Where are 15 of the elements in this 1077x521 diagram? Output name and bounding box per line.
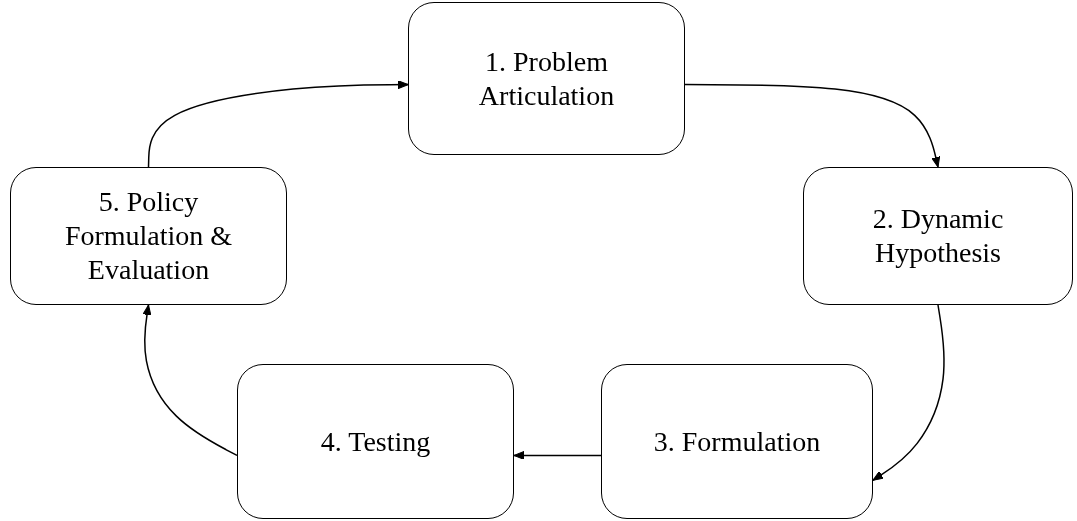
arrow (147, 80, 409, 168)
step-label: 5. Policy Formulation & Evaluation (63, 185, 234, 287)
arrow (872, 304, 945, 481)
process-box (803, 167, 1073, 305)
process-box (601, 364, 873, 519)
arrow (513, 450, 602, 460)
step-label: 2. Dynamic Hypothesis (871, 202, 1005, 270)
step-label: 3. Formulation (652, 424, 822, 459)
process-box (10, 167, 287, 305)
step-label: 4. Testing (319, 424, 432, 459)
step-label: 1. Problem Articulation (477, 44, 616, 113)
arrow (684, 83, 941, 168)
process-box (408, 2, 685, 155)
process-box (237, 364, 514, 519)
arrow (142, 304, 238, 457)
